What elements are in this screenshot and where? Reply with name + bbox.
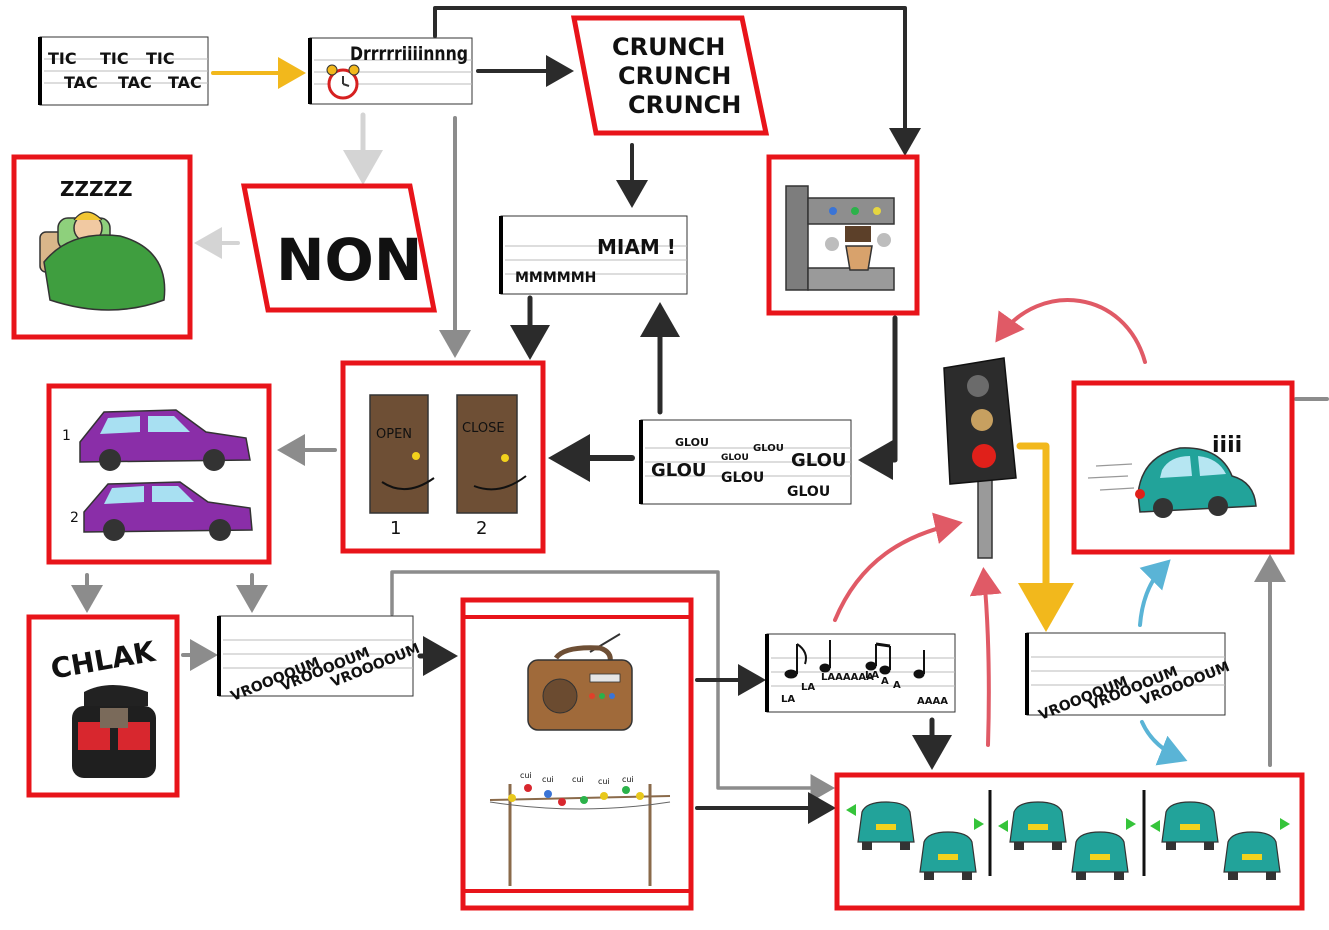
connectors	[71, 6, 1329, 824]
la-2: LA	[801, 682, 815, 693]
iii-sound: iiii	[1212, 433, 1242, 458]
non-panel: NON	[240, 183, 438, 313]
alarm-sound: Drrrrriiiinnng	[350, 43, 468, 65]
la-6: A	[893, 680, 901, 691]
radio-icon	[527, 633, 633, 731]
non-sound: NON	[276, 226, 422, 294]
coffee-machine-icon	[785, 185, 895, 291]
glou-4: GLOU	[721, 470, 764, 486]
close-label: CLOSE	[462, 421, 505, 436]
tac-1: TAC	[64, 73, 98, 92]
tic-3: TIC	[146, 49, 175, 68]
cui-2: cui	[542, 775, 554, 784]
fast-car-panel: iiii	[1071, 380, 1295, 555]
cui-3: cui	[572, 775, 584, 784]
sleeping-person-icon	[39, 211, 166, 311]
arrow-vroum-to-traffic	[390, 570, 835, 802]
alarm-clock-icon	[326, 64, 360, 100]
teal-car-icon	[1135, 447, 1257, 518]
alarm-panel: Drrrrriiiinnng	[308, 37, 473, 105]
close-door-icon	[456, 394, 527, 514]
radio-birds-panel: cui cui cui cui cui	[460, 597, 694, 911]
coffee-machine-panel	[766, 154, 920, 316]
singing-panel: LA LA LAAAAAA LA A A AAAA	[765, 633, 956, 713]
miam-panel: MIAM ! MMMMMH	[499, 215, 688, 295]
glou-1: GLOU	[675, 436, 709, 449]
la-7: AAAA	[917, 696, 948, 707]
car-doors-panel: 1 2	[46, 383, 272, 565]
tic-1: TIC	[48, 49, 77, 68]
mmm-sound: MMMMMH	[515, 270, 596, 286]
crunch-2: CRUNCH	[618, 62, 731, 90]
crunch-panel: CRUNCH CRUNCH CRUNCH	[570, 15, 770, 136]
glou-3: GLOU	[651, 460, 707, 481]
purple-car-icon-2	[83, 481, 253, 541]
glou-panel: GLOU GLOU GLOU GLOU GLOU GLOU GLOU	[639, 419, 852, 505]
miam-sound: MIAM !	[597, 235, 676, 259]
la-3: LAAAAAA	[821, 672, 874, 683]
green-signal-arrows	[846, 804, 1290, 832]
birds-on-wire-icon	[489, 784, 671, 886]
vroum-panel: VROOOOUM VROOOOUM VROOOOUM	[217, 615, 422, 705]
door-step-2: 2	[476, 518, 487, 539]
arrow-vroum2-to-fastcar	[1138, 559, 1171, 627]
open-door-icon	[369, 394, 435, 514]
cui-5: cui	[622, 775, 634, 784]
vroum-panel-2: VROOOOUM VROOOOUM VROOOOUM	[1025, 632, 1232, 724]
purple-car-icon	[79, 409, 251, 471]
arrow-fastcar-to-light	[995, 298, 1147, 364]
seatbelt-buckle-icon	[72, 685, 156, 778]
car-step-1: 1	[62, 428, 71, 444]
door-step-1: 1	[390, 518, 401, 539]
glou-5: GLOU	[791, 450, 847, 471]
sleep-panel: ZZZZZ	[11, 154, 193, 340]
car-step-2: 2	[70, 510, 79, 526]
arrow-coffee-to-glou	[858, 315, 898, 480]
traffic-light-icon	[943, 357, 1017, 559]
arrow-la-to-light	[833, 512, 963, 622]
glou-6: GLOU	[787, 484, 830, 500]
traffic-jam-panel	[834, 772, 1305, 911]
arrow-alarm-to-coffee	[433, 6, 921, 156]
car-rear-icons	[857, 801, 1281, 880]
cui-1: cui	[520, 771, 532, 780]
tic-2: TIC	[100, 49, 129, 68]
glou-7: GLOU	[721, 453, 749, 463]
doors-panel: OPEN CLOSE 1 2	[340, 360, 546, 554]
music-notes-icon	[784, 640, 925, 679]
glou-2: GLOU	[753, 443, 784, 454]
arrow-vroum2-to-traffic	[1140, 720, 1188, 766]
cui-4: cui	[598, 777, 610, 786]
tac-3: TAC	[168, 73, 202, 92]
arrow-traffic-to-light	[969, 567, 1002, 747]
zzz-sound: ZZZZZ	[60, 177, 133, 201]
arrow-light-to-vroum2	[1016, 442, 1074, 632]
la-4: LA	[865, 670, 879, 681]
tic-tac-panel: TIC TIC TIC TAC TAC TAC	[38, 36, 209, 106]
tac-2: TAC	[118, 73, 152, 92]
la-1: LA	[781, 694, 795, 705]
la-5: A	[881, 676, 889, 687]
crunch-3: CRUNCH	[628, 91, 741, 119]
open-label: OPEN	[376, 427, 412, 442]
speed-lines-icon	[1087, 463, 1135, 491]
chlak-panel: CHLAK	[26, 614, 180, 798]
crunch-1: CRUNCH	[612, 33, 725, 61]
